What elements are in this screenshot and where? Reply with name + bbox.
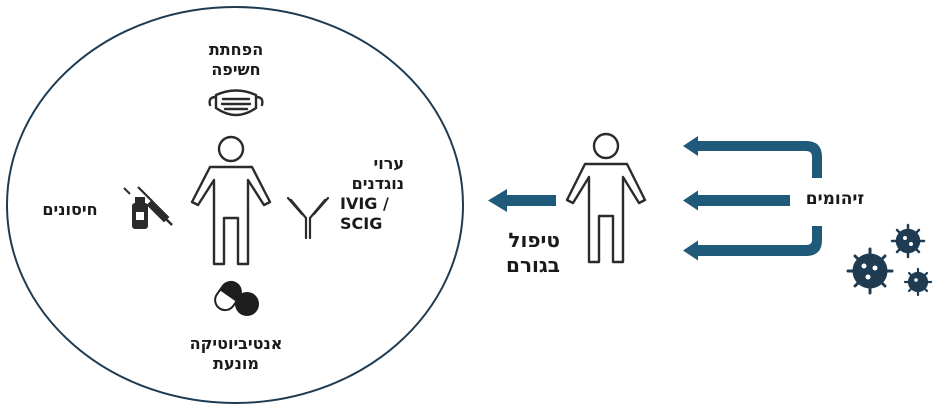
vaccines-text: חיסונים (42, 200, 98, 219)
virus-icon (846, 223, 933, 297)
reduce-exposure-line1: הפחתת (208, 40, 264, 59)
infections-text: זיהומים (805, 189, 865, 209)
ivig-label: ערוי נוגדנים IVIG / SCIG (340, 154, 404, 234)
ivig-line2: נוגדנים (351, 174, 404, 193)
virus-top (890, 223, 926, 259)
protection-circle (6, 6, 464, 404)
reduce-exposure-line2: חשיפה (211, 60, 261, 79)
ivig-line4: SCIG (340, 214, 383, 233)
antibiotics-label: אנטיביוטיקה מונעת (176, 334, 296, 374)
virus-large (846, 247, 894, 295)
antibiotics-line1: אנטיביוטיקה (189, 334, 283, 353)
ivig-line1: ערוי (373, 154, 405, 173)
face-mask-icon (208, 89, 264, 117)
antibody-icon (286, 196, 330, 240)
vaccines-label: חיסונים (30, 200, 110, 220)
infections-label: זיהומים (790, 189, 880, 211)
antibiotics-line2: מונעת (213, 354, 259, 373)
person-icon-right (565, 132, 647, 264)
treatment-line2: בגורם (506, 253, 560, 277)
treatment-line1: טיפול (508, 228, 560, 252)
infection-arrows (683, 136, 822, 261)
vaccine-syringe-icon (123, 186, 173, 229)
virus-small (903, 267, 933, 297)
capsule-pill-icon (214, 280, 259, 316)
treatment-label: טיפול בגורם (486, 228, 560, 278)
person-icon-center (190, 135, 272, 266)
reduce-exposure-label: הפחתת חשיפה (196, 40, 276, 80)
ivig-line3: IVIG / (340, 194, 389, 213)
treatment-arrow (488, 189, 556, 212)
